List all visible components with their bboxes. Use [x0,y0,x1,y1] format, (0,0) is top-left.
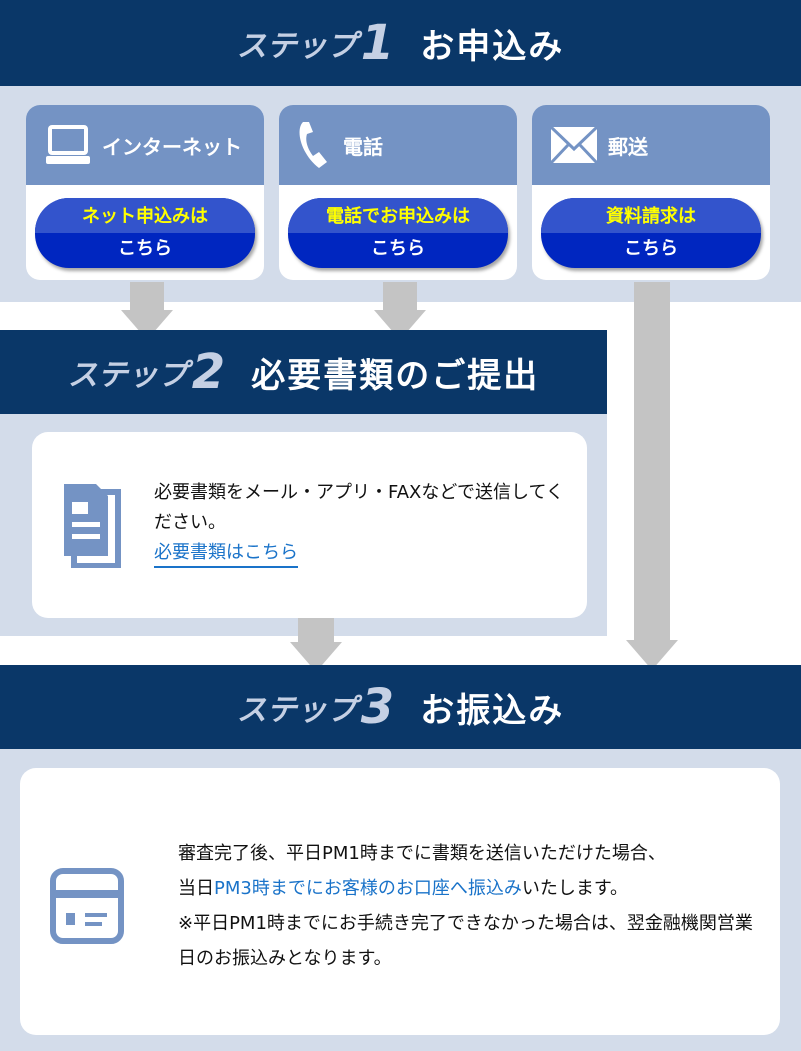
step-title: 必要書類のご提出 [251,355,540,396]
step-title: お申込み [420,26,565,67]
button-label-bottom: こちら [624,238,678,259]
card-title: 電話 [343,134,383,159]
step3-card: 審査完了後、平日PM1時までに書類を送信いただけた場合、 当日PM3時までにお客… [20,768,780,1035]
net-apply-button[interactable]: ネット申込みはこちら [35,198,255,268]
phone-icon [299,122,327,168]
step-label: ステップ [236,693,357,728]
step2-text: 必要書類をメール・アプリ・FAXなどで送信してください。 [154,482,564,533]
laptop-icon [46,125,90,164]
card-phone: 電話 電話でお申込みはこちら [279,105,517,280]
mail-icon [550,125,598,165]
arrow-shaft [634,282,670,642]
button-label-bottom: こちら [371,238,425,259]
required-docs-link[interactable]: 必要書類はこちら [154,542,298,568]
document-icon [64,484,121,568]
arrow-shaft [298,618,334,644]
step3-header: ステップ 3 お振込み [0,665,801,749]
step3-highlight: PM3時までにお客様のお口座へ振込み [214,878,522,899]
button-label-top: ネット申込みは [35,198,255,233]
step-number: 2 [191,344,226,400]
arrow-shaft [383,282,417,312]
card-icon [50,868,124,944]
step-title: お振込み [420,690,565,731]
button-label-bottom: こちら [118,238,172,259]
card-title: 郵送 [608,134,648,159]
step3-line2c: いたします。 [521,878,629,899]
step-label: ステップ [236,29,357,64]
step-number: 3 [360,679,395,735]
step-label: ステップ [67,358,188,393]
step2-header: ステップ 2 必要書類のご提出 [0,330,607,414]
step3-note: ※平日PM1時までにお手続き完了できなかった場合は、翌金融機関営業日のお振込みと… [178,913,753,969]
step3-line2a: 当日 [178,878,214,899]
phone-apply-button[interactable]: 電話でお申込みはこちら [288,198,508,268]
button-label-top: 電話でお申込みは [288,198,508,233]
button-label-top: 資料請求は [541,198,761,233]
arrow-shaft [130,282,164,312]
card-mail: 郵送 資料請求はこちら [532,105,770,280]
step1-header: ステップ 1 お申込み [0,0,801,86]
card-title: インターネット [102,134,242,159]
step2-card: 必要書類をメール・アプリ・FAXなどで送信してください。 必要書類はこちら [32,432,587,618]
card-internet: インターネット ネット申込みはこちら [26,105,264,280]
step3-line1: 審査完了後、平日PM1時までに書類を送信いただけた場合、 [178,843,666,864]
request-docs-button[interactable]: 資料請求はこちら [541,198,761,268]
step-number: 1 [360,15,395,71]
